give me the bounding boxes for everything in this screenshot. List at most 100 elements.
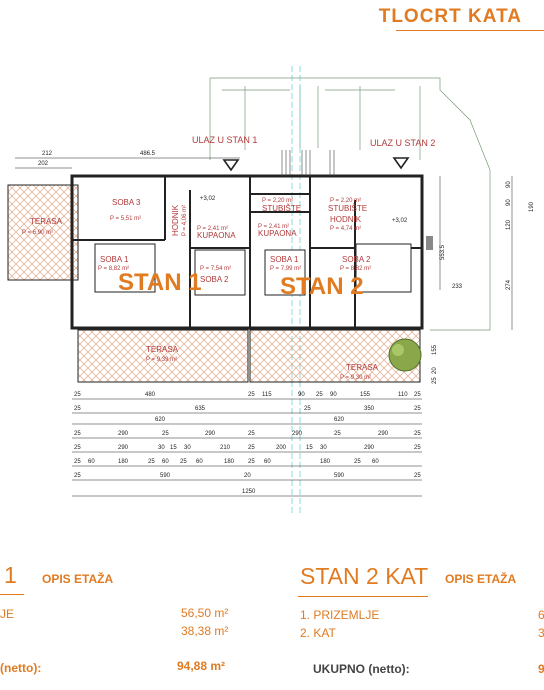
room-soba3: SOBA 3: [112, 198, 141, 207]
svg-text:290: 290: [118, 445, 129, 451]
tree-icon: [388, 338, 422, 372]
room-terasa-left-area: P = 6,90 m²: [22, 230, 53, 236]
svg-text:210: 210: [220, 445, 231, 451]
svg-text:25: 25: [180, 459, 187, 465]
svg-text:20: 20: [244, 473, 251, 479]
svg-text:25: 25: [74, 473, 81, 479]
svg-text:25: 25: [248, 459, 255, 465]
svg-text:290: 290: [205, 431, 216, 437]
room-hodnik-right-area: P = 4,74 m²: [330, 226, 361, 232]
room-stubiste-right: STUBIŠTE: [328, 204, 367, 213]
svg-text:620: 620: [155, 417, 166, 423]
svg-text:290: 290: [364, 445, 375, 451]
svg-text:25: 25: [74, 459, 81, 465]
room-kupaona-left-area: P = 2,41 m²: [197, 226, 228, 232]
svg-text:350: 350: [364, 406, 375, 412]
svg-text:25: 25: [74, 392, 81, 398]
room-soba1-right-area: P = 7,99 m²: [270, 266, 301, 272]
stan2-total-label: UKUPNO (netto):: [313, 662, 410, 676]
dims-bottom-labels: 25 480 25 115 90 25 90 155 110 25 25 635…: [74, 392, 421, 495]
stan1-row2-value: 38,38 m²: [181, 624, 229, 638]
svg-text:25: 25: [414, 392, 421, 398]
title-underline: [396, 30, 544, 31]
room-terasa-left: TERASA: [30, 217, 63, 226]
svg-text:1250: 1250: [242, 489, 256, 495]
stairs: [281, 150, 335, 176]
svg-text:25: 25: [334, 431, 341, 437]
svg-text:486.5: 486.5: [140, 151, 156, 157]
svg-text:25: 25: [74, 445, 81, 451]
svg-text:30: 30: [320, 445, 327, 451]
level-left: +3,02: [200, 196, 216, 202]
svg-text:590: 590: [334, 473, 345, 479]
svg-text:480: 480: [145, 392, 156, 398]
svg-text:60: 60: [372, 459, 379, 465]
svg-text:180: 180: [320, 459, 331, 465]
svg-text:20: 20: [432, 367, 438, 374]
svg-text:30: 30: [184, 445, 191, 451]
stan2-row1-value: 6: [538, 608, 544, 622]
svg-text:25: 25: [414, 473, 421, 479]
svg-text:25: 25: [432, 377, 438, 384]
svg-text:15: 15: [170, 445, 177, 451]
entrance-2-label: ULAZ U STAN 2: [370, 138, 435, 148]
svg-text:110: 110: [398, 392, 408, 398]
stan1-total-value: 94,88 m²: [177, 659, 226, 673]
room-soba1-right: SOBA 1: [270, 255, 299, 264]
stan2-title: STAN 2 KAT: [300, 563, 429, 589]
room-stubiste-right-area: P = 2,20 m²: [330, 198, 361, 204]
svg-text:15: 15: [306, 445, 313, 451]
svg-text:202: 202: [38, 161, 49, 167]
svg-text:25: 25: [414, 406, 421, 412]
stan1-row1-label: JE: [0, 607, 15, 621]
svg-text:180: 180: [118, 459, 129, 465]
stan1-opis: OPIS ETAŽA: [42, 572, 114, 586]
svg-text:25: 25: [304, 406, 311, 412]
apartment-2-label: STAN 2: [280, 273, 364, 300]
terrace-left: [7, 184, 79, 281]
svg-text:200: 200: [276, 445, 287, 451]
svg-text:25: 25: [414, 431, 421, 437]
svg-text:120: 120: [506, 219, 512, 230]
svg-text:90: 90: [330, 392, 337, 398]
svg-text:274: 274: [506, 279, 512, 290]
svg-text:290: 290: [378, 431, 389, 437]
exterior-walls: [70, 174, 424, 330]
room-stubiste-left: STUBIŠTE: [262, 204, 301, 213]
bed-symbols: [94, 243, 412, 296]
dims-top: 212 202 486.5: [15, 151, 240, 169]
room-soba1-left: SOBA 1: [100, 255, 129, 264]
room-hodnik-right: HODNIK: [330, 215, 362, 224]
room-terasa-br-area: P = 9,30 m²: [340, 375, 371, 381]
svg-text:25: 25: [74, 431, 81, 437]
stan1-title: 1: [4, 562, 17, 588]
entrance-1-label: ULAZ U STAN 1: [192, 135, 257, 145]
stan2-row1-label: 1. PRIZEMLJE: [300, 608, 380, 622]
svg-text:25: 25: [148, 459, 155, 465]
room-soba2-left: SOBA 2: [200, 275, 229, 284]
svg-text:25: 25: [74, 406, 81, 412]
svg-text:25: 25: [162, 431, 169, 437]
terrace-bottom-left: [77, 329, 249, 383]
svg-text:620: 620: [334, 417, 345, 423]
svg-text:30: 30: [158, 445, 165, 451]
svg-text:190: 190: [529, 201, 535, 212]
room-hodnik-left: HODNIK: [171, 204, 180, 236]
dims-bottom: [72, 398, 422, 497]
room-soba1-left-area: P = 8,82 m²: [98, 266, 129, 272]
svg-text:25: 25: [248, 445, 255, 451]
stan1-total-label: (netto):: [0, 661, 42, 675]
room-kupaona-right: KUPAONA: [258, 229, 297, 238]
stan2-row2-label: 2. KAT: [300, 626, 336, 640]
svg-text:90: 90: [506, 181, 512, 188]
level-right: +3,02: [392, 218, 408, 224]
svg-text:155: 155: [432, 344, 438, 355]
svg-text:25: 25: [248, 392, 255, 398]
svg-text:60: 60: [88, 459, 95, 465]
svg-text:90: 90: [506, 199, 512, 206]
entrance-1-marker: [222, 159, 240, 172]
room-stubiste-left-area: P = 2,20 m²: [262, 198, 293, 204]
svg-text:25: 25: [354, 459, 361, 465]
stan2-row2-value: 3: [538, 626, 544, 640]
svg-text:115: 115: [262, 392, 272, 398]
